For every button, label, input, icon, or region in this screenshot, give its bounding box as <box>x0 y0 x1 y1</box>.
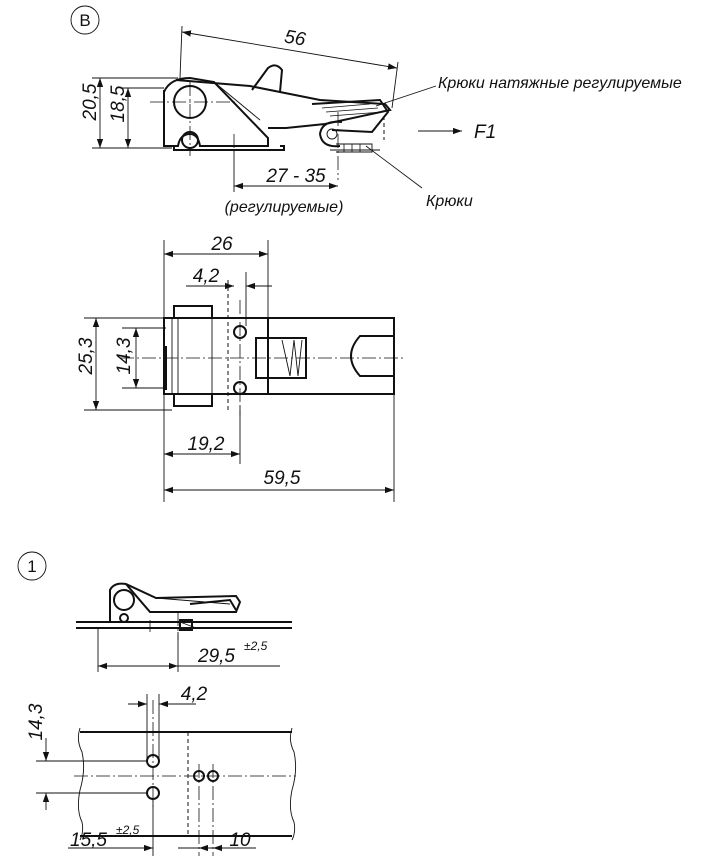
tol-29-5: ±2,5 <box>244 639 268 653</box>
top-view: 26 4,2 25,3 14,3 19,2 59,5 <box>76 234 404 502</box>
view-1-marker-circle <box>17 551 47 581</box>
latch-base <box>163 90 285 151</box>
dim-19-2: 19,2 <box>188 434 225 455</box>
dim-4-2-top: 4,2 <box>193 266 220 287</box>
dim-26: 26 <box>210 234 233 255</box>
dim-25-3: 25,3 <box>76 337 97 375</box>
dim-14-3-top: 14,3 <box>114 337 135 374</box>
break-line-right <box>289 727 297 841</box>
label-tension-hooks: Крюки натяжные регулируемые <box>438 75 682 92</box>
force-label: F1 <box>474 122 496 143</box>
view-b-marker-circle <box>70 5 100 35</box>
dim-20-5: 20,5 <box>80 83 101 121</box>
dim-10: 10 <box>229 830 251 851</box>
lever-arm <box>175 79 392 129</box>
dim-56: 56 <box>283 26 308 50</box>
dim-4-2-mount: 4,2 <box>181 684 208 705</box>
note-adjustable: (регулируемые) <box>225 199 344 216</box>
tension-hook-end <box>311 98 390 134</box>
spring-coil-icon <box>281 339 303 377</box>
small-latch-body <box>109 582 242 622</box>
label-hooks: Крюки <box>426 193 473 210</box>
small-pivot <box>113 589 135 611</box>
dim-14-3-mount: 14,3 <box>26 703 47 740</box>
hinge-knuckle-bottom <box>173 393 213 407</box>
tongue-notch <box>350 335 394 377</box>
dim-27-35: 27 - 35 <box>265 166 326 187</box>
tol-15-5: ±2,5 <box>116 823 140 837</box>
hinge-knuckle-top <box>173 305 213 319</box>
dim-56-line <box>181 30 398 70</box>
view-b-marker: B <box>79 11 90 30</box>
view-b: B 56 <box>70 5 682 216</box>
view-1: 1 29,5 ±2,5 <box>17 551 297 856</box>
dim-15-5: 15,5 <box>70 830 107 851</box>
hook-plate <box>336 143 373 153</box>
hook-curl <box>318 120 343 148</box>
tongue-plate <box>268 317 395 395</box>
dim-18-5: 18,5 <box>108 85 129 122</box>
dim-59-5: 59,5 <box>264 468 301 489</box>
lever-edge <box>213 81 261 121</box>
view-1-marker: 1 <box>27 557 36 576</box>
base-body <box>163 317 269 395</box>
dim-29-5: 29,5 <box>197 646 235 667</box>
break-line-left <box>77 727 85 841</box>
small-hook <box>179 619 193 631</box>
